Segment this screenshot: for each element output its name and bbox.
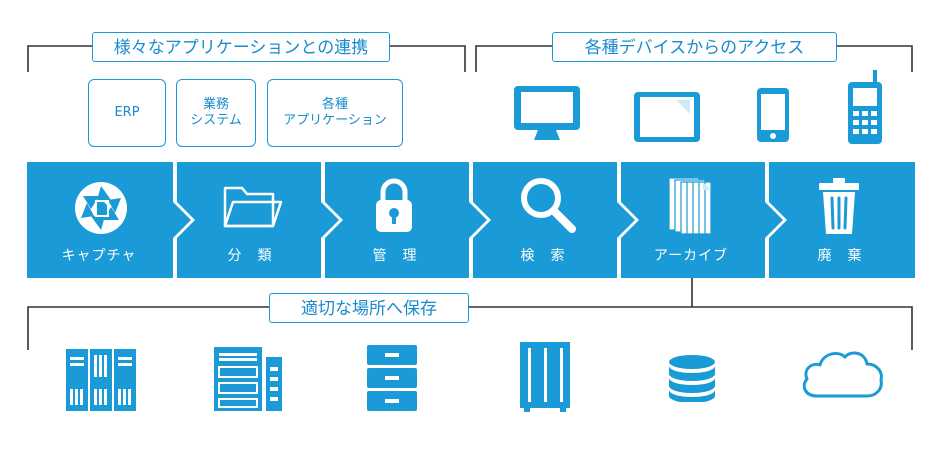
step-label-capture: キャプチャ xyxy=(61,248,137,264)
smartphone-icon xyxy=(757,88,789,142)
step-box-classify xyxy=(177,162,339,278)
step-box-search xyxy=(473,162,635,278)
app-box-various-line2: アプリケーション xyxy=(283,113,387,128)
app-box-various-line1: 各種 xyxy=(321,97,348,112)
app-box-business-line2: システム xyxy=(190,113,242,128)
step-label-dispose: 廃 棄 xyxy=(817,248,863,264)
trash-icon xyxy=(819,178,859,234)
app-box-various-apps: 各種 アプリケーション xyxy=(267,79,403,147)
document-stack-icon xyxy=(668,177,712,235)
access-title: 各種デバイスからのアクセス xyxy=(552,32,837,62)
server-rack-icon xyxy=(66,349,136,411)
file-cabinet-icon xyxy=(367,345,417,411)
lock-icon xyxy=(376,178,412,232)
database-icon xyxy=(669,355,715,402)
monitor-icon xyxy=(514,86,580,140)
step-label-classify: 分 類 xyxy=(227,248,273,264)
folder-icon xyxy=(223,186,283,228)
tablet-icon xyxy=(634,92,700,142)
step-label-manage: 管 理 xyxy=(372,248,418,264)
app-box-business-system: 業務 システム xyxy=(176,79,256,147)
magnifier-icon xyxy=(521,178,576,233)
step-label-search: 検 索 xyxy=(520,248,566,264)
feature-phone-icon xyxy=(848,70,882,144)
cloud-icon xyxy=(802,351,883,398)
integration-title: 様々なアプリケーションとの連携 xyxy=(92,32,390,62)
tower-storage-icon xyxy=(520,342,570,412)
app-box-erp: ERP xyxy=(88,79,166,147)
step-label-archive: アーカイブ xyxy=(653,248,729,264)
app-box-erp-label: ERP xyxy=(114,105,140,120)
aperture-icon xyxy=(75,182,127,234)
storage-title: 適切な場所へ保存 xyxy=(269,293,469,323)
app-box-business-line1: 業務 xyxy=(202,97,229,112)
drawer-cabinet-icon xyxy=(214,347,282,411)
storage-bracket xyxy=(27,306,913,350)
